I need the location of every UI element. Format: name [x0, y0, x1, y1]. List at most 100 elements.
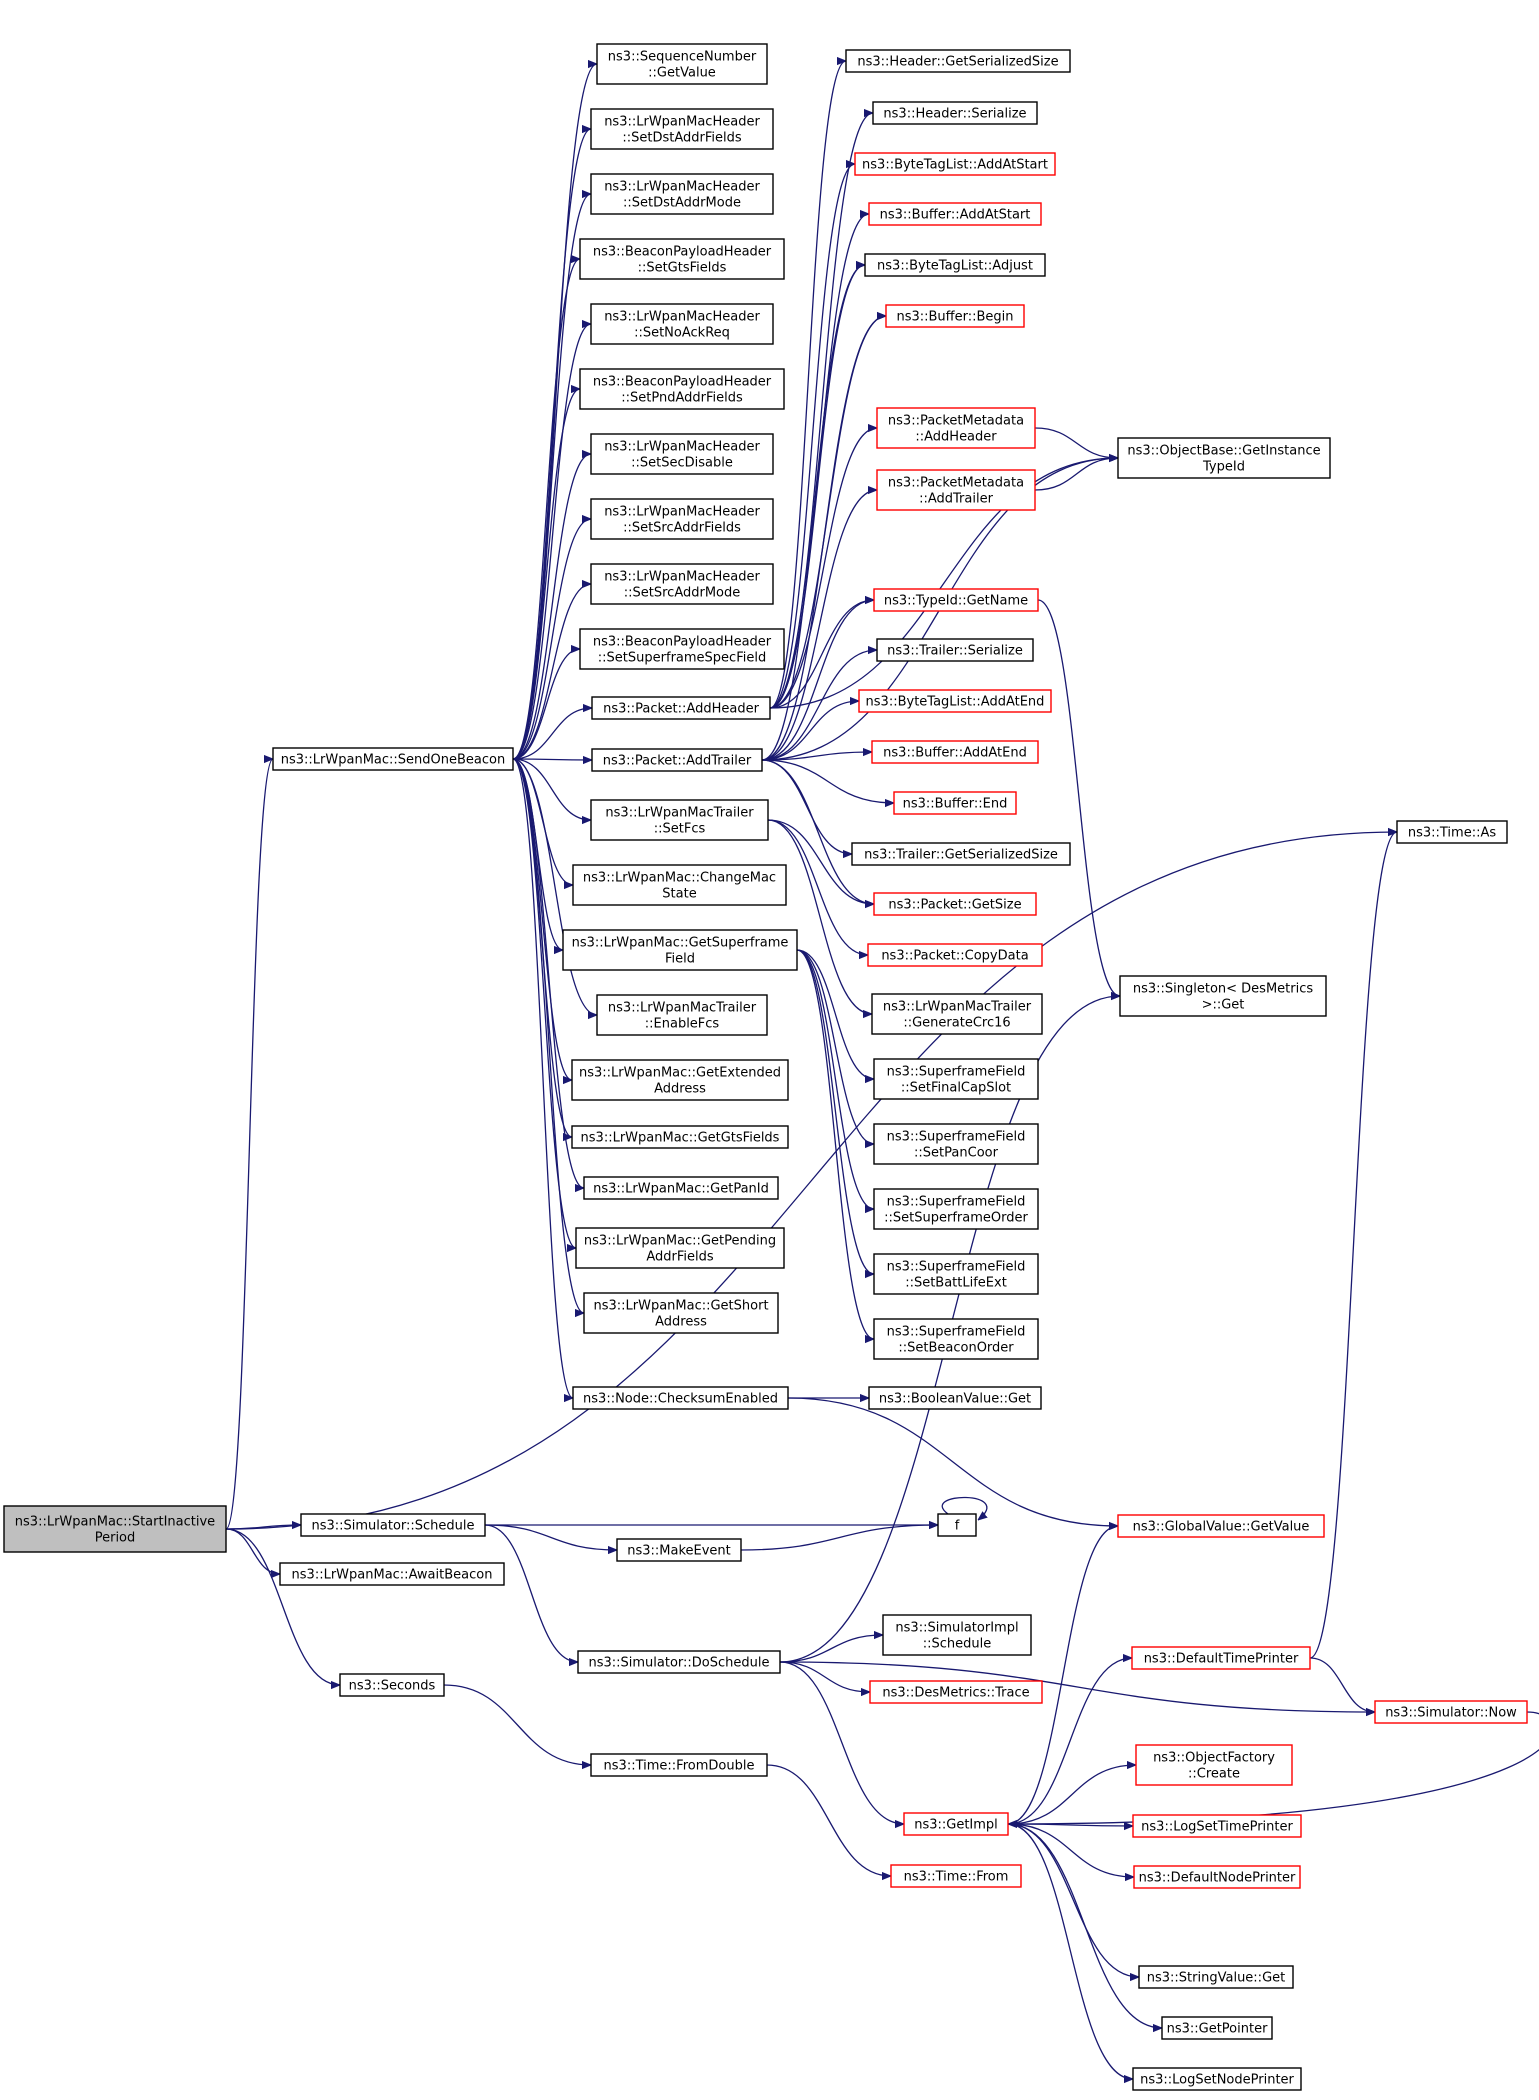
node-box: [579, 628, 785, 670]
node-simImplSchedule[interactable]: ns3::SimulatorImpl::Schedule: [882, 1614, 1032, 1656]
node-setBeaconOrder[interactable]: ns3::SuperframeField::SetBeaconOrder: [873, 1318, 1039, 1360]
node-f[interactable]: f: [937, 1513, 977, 1537]
node-trailerGetSerializedSize[interactable]: ns3::Trailer::GetSerializedSize: [851, 842, 1071, 866]
call-edge-packetAddTrailer-to-byteTagAdjust: [761, 265, 866, 761]
node-bufferAddAtStart[interactable]: ns3::Buffer::AddAtStart: [868, 202, 1042, 226]
call-edge-getImpl-to-defaultTimePrinter: [1007, 1658, 1132, 1825]
node-setFinalCapSlot[interactable]: ns3::SuperframeField::SetFinalCapSlot: [873, 1058, 1039, 1100]
node-bufferAddAtEnd[interactable]: ns3::Buffer::AddAtEnd: [871, 740, 1039, 764]
node-enableFcs[interactable]: ns3::LrWpanMacTrailer::EnableFcs: [596, 994, 768, 1036]
node-setBattLifeExt[interactable]: ns3::SuperframeField::SetBattLifeExt: [873, 1253, 1039, 1295]
call-edge-getSuperframeField-to-setPanCoor: [796, 949, 875, 1144]
node-label: State: [662, 887, 696, 902]
node-label: ns3::BooleanValue::Get: [879, 1392, 1031, 1407]
node-label: ns3::LrWpanMacTrailer: [605, 806, 754, 821]
node-bufferBegin[interactable]: ns3::Buffer::Begin: [885, 304, 1025, 328]
node-setSecDisable[interactable]: ns3::LrWpanMacHeader::SetSecDisable: [590, 433, 774, 475]
node-simSchedule[interactable]: ns3::Simulator::Schedule: [300, 1513, 486, 1537]
call-edge-packetAddTrailer-to-trailerGetSerializedSize: [761, 759, 852, 854]
node-box: [3, 1505, 227, 1553]
node-setSrcAddrMode[interactable]: ns3::LrWpanMacHeader::SetSrcAddrMode: [590, 563, 774, 605]
node-byteTagAdjust[interactable]: ns3::ByteTagList::Adjust: [864, 253, 1046, 277]
node-trailerSerialize[interactable]: ns3::Trailer::Serialize: [876, 638, 1034, 662]
node-setPndAddrFields[interactable]: ns3::BeaconPayloadHeader::SetPndAddrFiel…: [579, 368, 785, 410]
node-setSuperframeSpecField[interactable]: ns3::BeaconPayloadHeader::SetSuperframeS…: [579, 628, 785, 670]
node-generateCrc16[interactable]: ns3::LrWpanMacTrailer::GenerateCrc16: [871, 993, 1043, 1035]
node-setDstAddrFields[interactable]: ns3::LrWpanMacHeader::SetDstAddrFields: [590, 108, 774, 150]
node-getImpl[interactable]: ns3::GetImpl: [903, 1812, 1009, 1836]
node-objectFactoryCreate[interactable]: ns3::ObjectFactory::Create: [1135, 1744, 1293, 1786]
node-setNoAckReq[interactable]: ns3::LrWpanMacHeader::SetNoAckReq: [590, 303, 774, 345]
node-label: ns3::ObjectFactory: [1153, 1751, 1275, 1766]
node-label: ns3::ObjectBase::GetInstance: [1127, 444, 1320, 459]
node-seconds[interactable]: ns3::Seconds: [339, 1673, 445, 1697]
node-timeFrom[interactable]: ns3::Time::From: [890, 1864, 1022, 1888]
node-label: ns3::LrWpanMacHeader: [604, 310, 760, 325]
node-defaultTimePrinter[interactable]: ns3::DefaultTimePrinter: [1131, 1646, 1311, 1670]
node-typeIdGetName[interactable]: ns3::TypeId::GetName: [873, 588, 1039, 612]
call-edge-sendOneBeacon-to-setNoAckReq: [512, 324, 592, 760]
node-macTrailerSetFcs[interactable]: ns3::LrWpanMacTrailer::SetFcs: [590, 799, 769, 841]
node-label: ns3::LogSetNodePrinter: [1140, 2073, 1294, 2088]
node-timeFromDouble[interactable]: ns3::Time::FromDouble: [590, 1753, 768, 1777]
node-checksumEnabled[interactable]: ns3::Node::ChecksumEnabled: [572, 1386, 789, 1410]
node-booleanValueGet[interactable]: ns3::BooleanValue::Get: [868, 1386, 1042, 1410]
node-stringValueGet[interactable]: ns3::StringValue::Get: [1138, 1965, 1294, 1989]
node-box: [339, 1673, 445, 1697]
node-setPanCoor[interactable]: ns3::SuperframeField::SetPanCoor: [873, 1123, 1039, 1165]
node-timeAs[interactable]: ns3::Time::As: [1396, 820, 1508, 844]
node-label: ns3::LrWpanMacHeader: [604, 115, 760, 130]
node-label: ns3::SimulatorImpl: [895, 1621, 1018, 1636]
node-headerSerialize[interactable]: ns3::Header::Serialize: [872, 101, 1038, 125]
node-label: ::SetPndAddrFields: [621, 391, 743, 406]
call-edge-getSuperframeField-to-setSuperframeOrder: [796, 949, 875, 1209]
node-label: ns3::Packet::GetSize: [888, 898, 1021, 913]
node-metaAddHeader[interactable]: ns3::PacketMetadata::AddHeader: [876, 407, 1036, 449]
node-label: ns3::DefaultNodePrinter: [1139, 1871, 1296, 1886]
node-seqGetValue[interactable]: ns3::SequenceNumber::GetValue: [596, 43, 768, 85]
node-singletonGet[interactable]: ns3::Singleton< DesMetrics>::Get: [1119, 975, 1327, 1017]
call-edge-packetAddTrailer-to-metaAddTrailer: [761, 490, 877, 761]
node-logSetNodePrinter[interactable]: ns3::LogSetNodePrinter: [1132, 2067, 1302, 2091]
node-packetGetSize[interactable]: ns3::Packet::GetSize: [873, 892, 1037, 916]
call-edge-sendOneBeacon-to-getPendingAddrFields: [512, 758, 577, 1248]
node-desMetricsTrace[interactable]: ns3::DesMetrics::Trace: [869, 1680, 1043, 1704]
node-byteTagAddAtEnd[interactable]: ns3::ByteTagList::AddAtEnd: [858, 689, 1052, 713]
node-getGtsFields[interactable]: ns3::LrWpanMac::GetGtsFields: [571, 1125, 789, 1149]
node-packetAddHeader[interactable]: ns3::Packet::AddHeader: [591, 696, 771, 720]
node-bufferEnd[interactable]: ns3::Buffer::End: [893, 791, 1017, 815]
call-edge-packetAddHeader-to-byteTagAddAtStart: [769, 164, 856, 709]
call-edge-packetAddTrailer-to-byteTagAddAtEnd: [761, 701, 859, 761]
node-byteTagAddAtStart[interactable]: ns3::ByteTagList::AddAtStart: [854, 152, 1056, 176]
node-metaAddTrailer[interactable]: ns3::PacketMetadata::AddTrailer: [876, 469, 1036, 511]
node-sendOneBeacon[interactable]: ns3::LrWpanMac::SendOneBeacon: [272, 747, 514, 771]
node-defaultNodePrinter[interactable]: ns3::DefaultNodePrinter: [1133, 1865, 1301, 1889]
node-simNow[interactable]: ns3::Simulator::Now: [1374, 1700, 1528, 1724]
node-globalValueGetValue[interactable]: ns3::GlobalValue::GetValue: [1117, 1514, 1325, 1538]
node-makeEvent[interactable]: ns3::MakeEvent: [616, 1538, 742, 1562]
node-setSuperframeOrder[interactable]: ns3::SuperframeField::SetSuperframeOrder: [873, 1188, 1039, 1230]
node-setSrcAddrFields[interactable]: ns3::LrWpanMacHeader::SetSrcAddrFields: [590, 498, 774, 540]
call-edge-sendOneBeacon-to-macTrailerSetFcs: [512, 758, 591, 820]
node-setDstAddrMode[interactable]: ns3::LrWpanMacHeader::SetDstAddrMode: [590, 173, 774, 215]
node-label: ns3::Buffer::End: [903, 797, 1008, 812]
node-getPointer[interactable]: ns3::GetPointer: [1161, 2016, 1273, 2040]
node-setGtsFields[interactable]: ns3::BeaconPayloadHeader::SetGtsFields: [579, 238, 785, 280]
node-label: ns3::LrWpanMacHeader: [604, 570, 760, 585]
node-simDoSchedule[interactable]: ns3::Simulator::DoSchedule: [577, 1650, 781, 1674]
node-packetAddTrailer[interactable]: ns3::Packet::AddTrailer: [591, 748, 763, 772]
node-packetCopyData[interactable]: ns3::Packet::CopyData: [867, 943, 1043, 967]
node-headerGetSerializedSize[interactable]: ns3::Header::GetSerializedSize: [845, 49, 1071, 73]
node-awaitBeacon[interactable]: ns3::LrWpanMac::AwaitBeacon: [279, 1562, 505, 1586]
node-box: [885, 304, 1025, 328]
node-getPanId[interactable]: ns3::LrWpanMac::GetPanId: [583, 1176, 779, 1200]
node-logSetTimePrinter[interactable]: ns3::LogSetTimePrinter: [1132, 1814, 1302, 1838]
